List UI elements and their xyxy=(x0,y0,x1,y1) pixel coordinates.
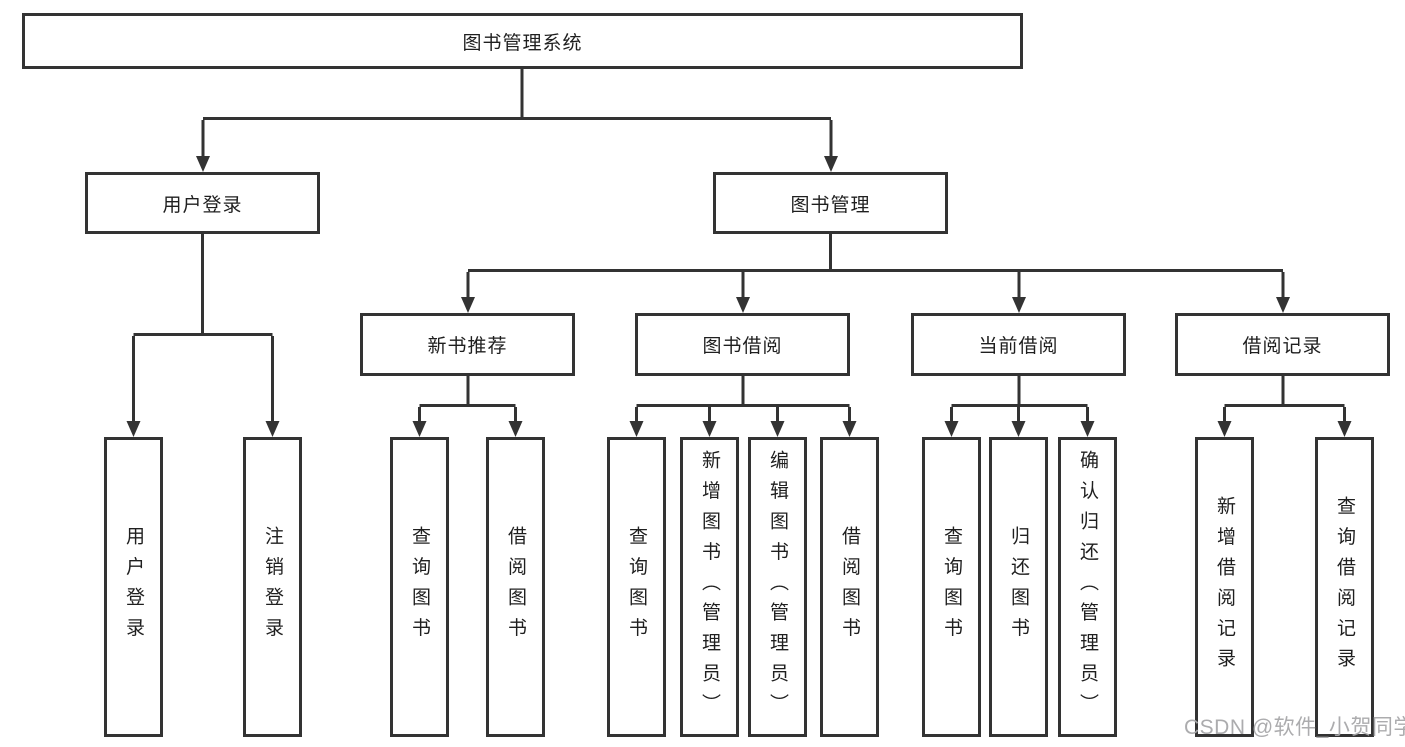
node-current-borrow-label: 当前借阅 xyxy=(978,336,1059,357)
leaf-query-borrow-record-label: 查询借阅记录 xyxy=(1334,495,1355,679)
leaf-query-books-current-label: 查询图书 xyxy=(941,526,962,648)
leaf-query-books-borrow: 查询图书 xyxy=(607,437,666,737)
leaf-confirm-return-admin-label: 确认归还（管理员） xyxy=(1077,450,1098,724)
node-borrow-records: 借阅记录 xyxy=(1175,313,1390,376)
leaf-query-borrow-record: 查询借阅记录 xyxy=(1315,437,1374,737)
leaf-edit-book-admin: 编辑图书（管理员） xyxy=(748,437,807,737)
leaf-query-books-borrow-label: 查询图书 xyxy=(626,526,647,648)
leaf-user-login: 用户登录 xyxy=(104,437,163,737)
leaf-add-borrow-record: 新增借阅记录 xyxy=(1195,437,1254,737)
node-book-management: 图书管理 xyxy=(713,172,948,234)
leaf-query-books-recommend: 查询图书 xyxy=(390,437,449,737)
node-book-management-label: 图书管理 xyxy=(790,194,871,216)
leaf-logout-label: 注销登录 xyxy=(262,526,283,648)
leaf-borrow-books-recommend-label: 借阅图书 xyxy=(505,526,526,648)
node-new-book-recommend-label: 新书推荐 xyxy=(427,336,508,357)
leaf-return-book: 归还图书 xyxy=(989,437,1048,737)
node-root-system: 图书管理系统 xyxy=(22,13,1023,69)
leaf-logout: 注销登录 xyxy=(243,437,302,737)
leaf-user-login-label: 用户登录 xyxy=(123,526,144,648)
leaf-edit-book-admin-label: 编辑图书（管理员） xyxy=(767,450,788,724)
node-user-login: 用户登录 xyxy=(85,172,320,234)
node-borrow-records-label: 借阅记录 xyxy=(1242,336,1323,357)
leaf-borrow-books: 借阅图书 xyxy=(820,437,879,737)
node-user-login-label: 用户登录 xyxy=(162,194,243,216)
csdn-watermark: CSDN @软件_小贺同学 xyxy=(1184,716,1405,739)
leaf-borrow-books-recommend: 借阅图书 xyxy=(486,437,545,737)
node-current-borrow: 当前借阅 xyxy=(911,313,1126,376)
leaf-add-book-admin-label: 新增图书（管理员） xyxy=(699,450,720,724)
leaf-query-books-current: 查询图书 xyxy=(922,437,981,737)
node-new-book-recommend: 新书推荐 xyxy=(360,313,575,376)
leaf-confirm-return-admin: 确认归还（管理员） xyxy=(1058,437,1117,737)
node-book-borrow-label: 图书借阅 xyxy=(702,336,783,357)
leaf-add-borrow-record-label: 新增借阅记录 xyxy=(1214,495,1235,679)
node-book-borrow: 图书借阅 xyxy=(635,313,850,376)
leaf-return-book-label: 归还图书 xyxy=(1008,526,1029,648)
leaf-borrow-books-label: 借阅图书 xyxy=(839,526,860,648)
leaf-add-book-admin: 新增图书（管理员） xyxy=(680,437,739,737)
node-root-system-label: 图书管理系统 xyxy=(462,32,583,54)
leaf-query-books-recommend-label: 查询图书 xyxy=(409,526,430,648)
